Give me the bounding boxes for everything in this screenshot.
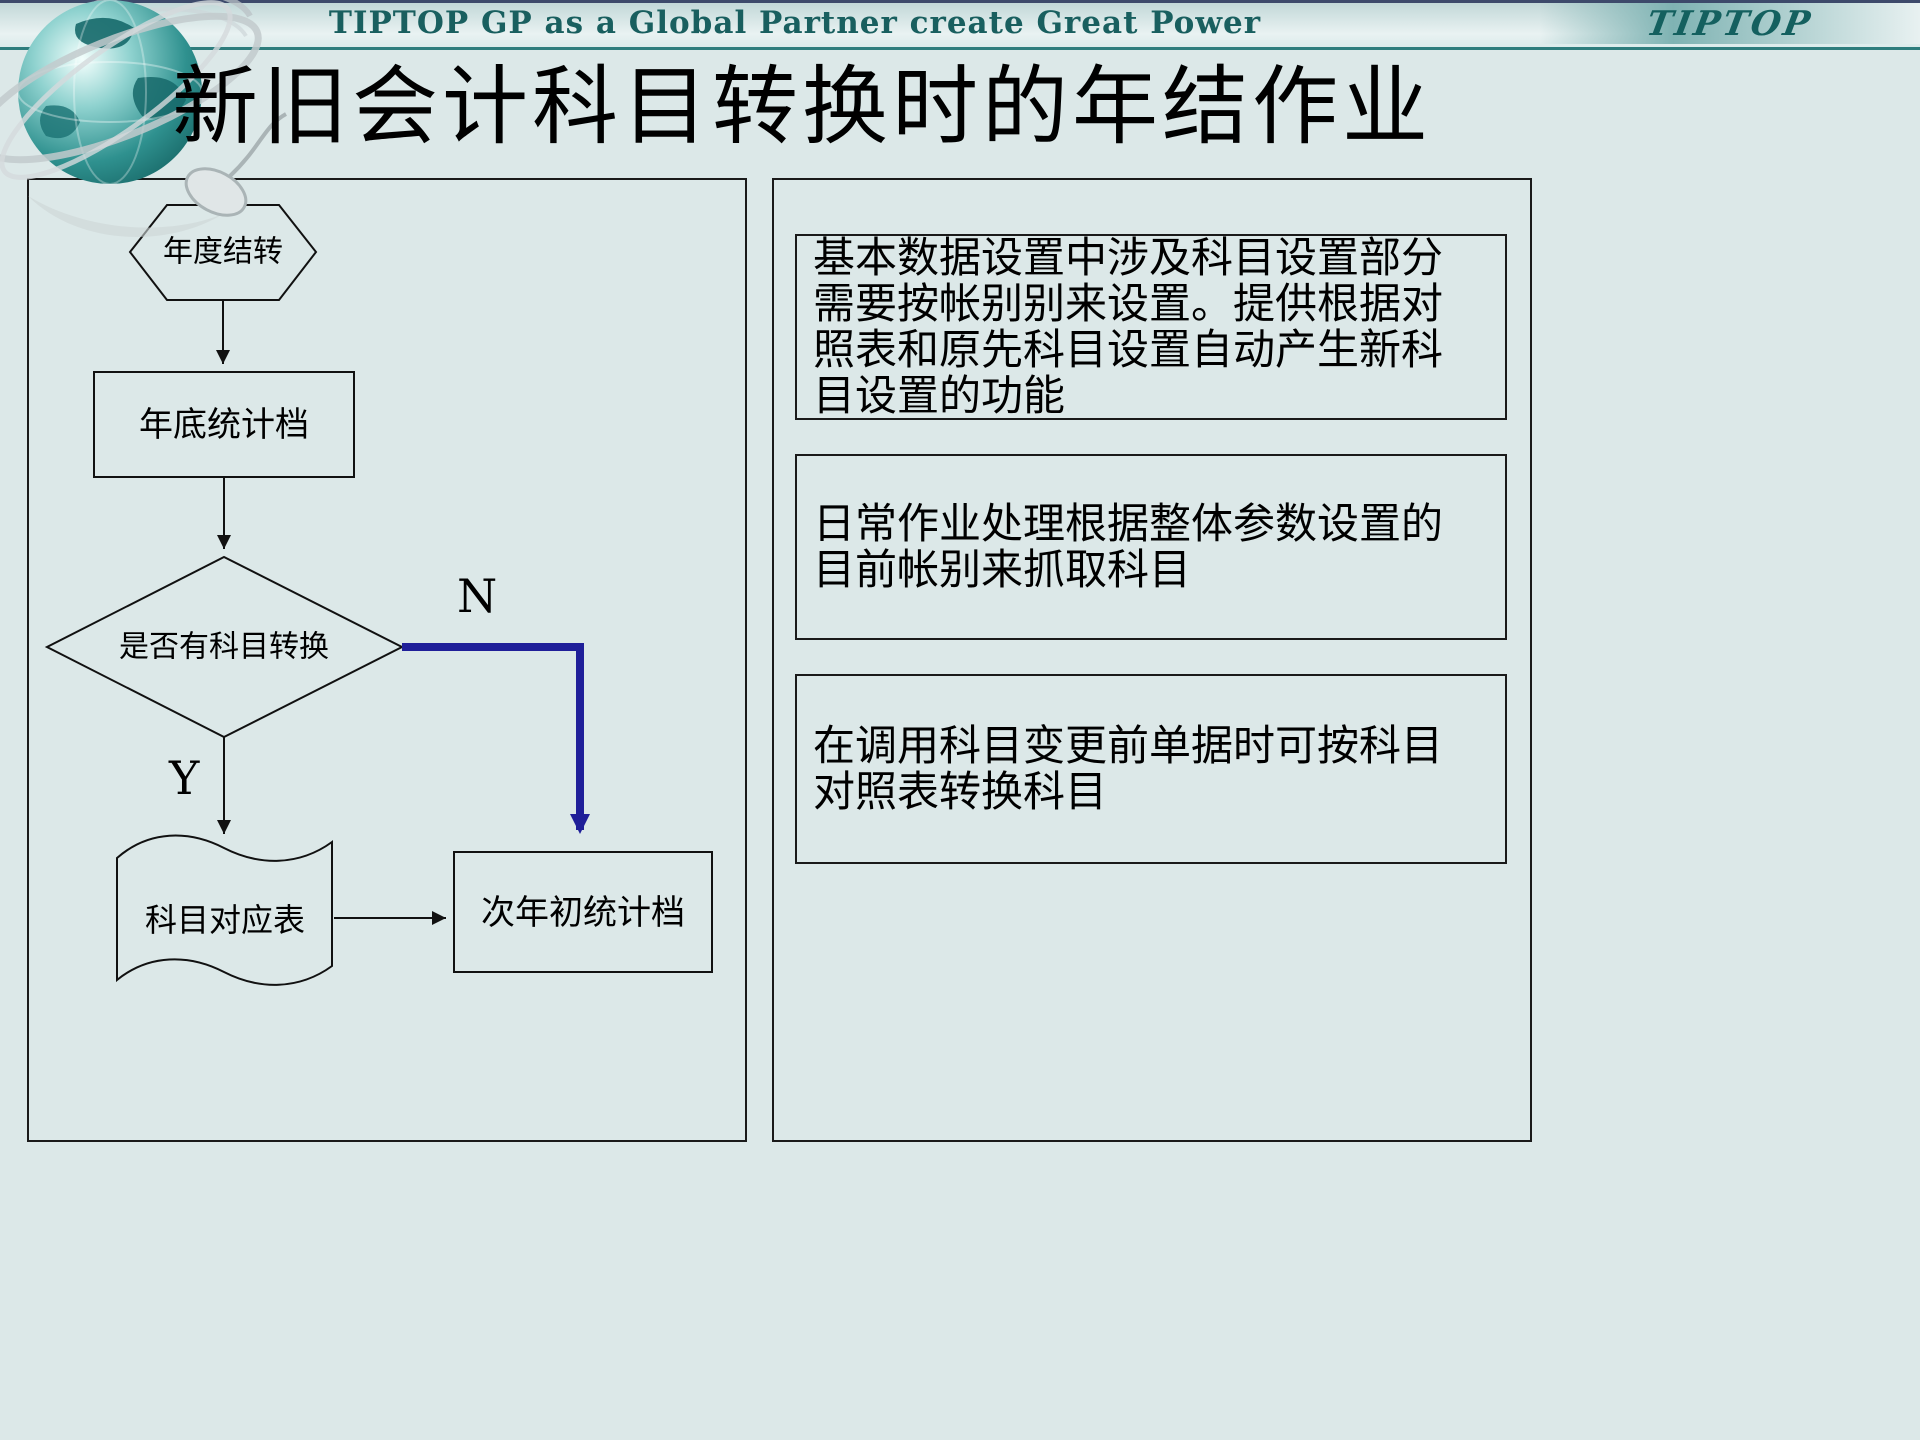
yes-label: Y: [168, 751, 200, 805]
globe-sphere: [18, 0, 202, 184]
year-end-label: 年底统计档: [139, 405, 309, 445]
note-text-2: 日常作业处理根据整体参数设置的目前帐别来抓取科目: [813, 499, 1444, 594]
flowchart-panel: 年度结转 年底统计档 是否有科目转换 N Y 科目对应表 次年初统计档: [27, 178, 747, 1142]
no-branch-arrow: [402, 643, 590, 834]
start-hexagon: [128, 204, 318, 301]
note-box-1: 基本数据设置中涉及科目设置部分需要按帐别别来设置。提供根据对照表和原先科目设置自…: [795, 234, 1507, 420]
note-box-3: 在调用科目变更前单据时可按科目对照表转换科目: [795, 674, 1507, 864]
globe-svg: [0, 0, 288, 237]
globe-meridian-v: [73, 0, 147, 185]
globe-ring-2: [0, 0, 233, 180]
banner-logo-strip: TIPTOP: [1540, 3, 1920, 44]
next-year-box: [453, 851, 713, 973]
note-box-2: 日常作业处理根据整体参数设置的目前帐别来抓取科目: [795, 454, 1507, 640]
mapping-table-shape: [116, 834, 333, 986]
mapping-table-label: 科目对应表: [145, 901, 305, 939]
globe-icon: [0, 0, 288, 286]
globe-ring-1: [0, 12, 262, 164]
next-year-label: 次年初统计档: [481, 893, 685, 933]
continent-blob-2: [132, 76, 186, 120]
continent-blob-3: [40, 105, 80, 139]
note-text-3: 在调用科目变更前单据时可按科目对照表转换科目: [813, 721, 1444, 816]
note-text-1: 基本数据设置中涉及科目设置部分需要按帐别别来设置。提供根据对照表和原先科目设置自…: [813, 233, 1444, 420]
page-title: 新旧会计科目转换时的年结作业: [172, 57, 1432, 157]
notes-panel: 基本数据设置中涉及科目设置部分需要按帐别别来设置。提供根据对照表和原先科目设置自…: [772, 178, 1532, 1142]
top-banner: TIPTOP GP as a Global Partner create Gre…: [0, 0, 1920, 50]
no-label: N: [457, 569, 497, 623]
start-label: 年度结转: [163, 235, 283, 270]
flowchart-svg: 年度结转 年底统计档 是否有科目转换 N Y 科目对应表 次年初统计档: [44, 204, 713, 986]
mouse-shape: [184, 167, 248, 217]
swoosh-shadow: [28, 196, 223, 237]
decision-label: 是否有科目转换: [119, 630, 329, 665]
banner-slogan: TIPTOP GP as a Global Partner create Gre…: [328, 5, 1262, 41]
globe-meridian-h: [17, 61, 203, 123]
mouse-cord: [228, 112, 288, 178]
tiptop-logo: TIPTOP: [1643, 3, 1817, 44]
